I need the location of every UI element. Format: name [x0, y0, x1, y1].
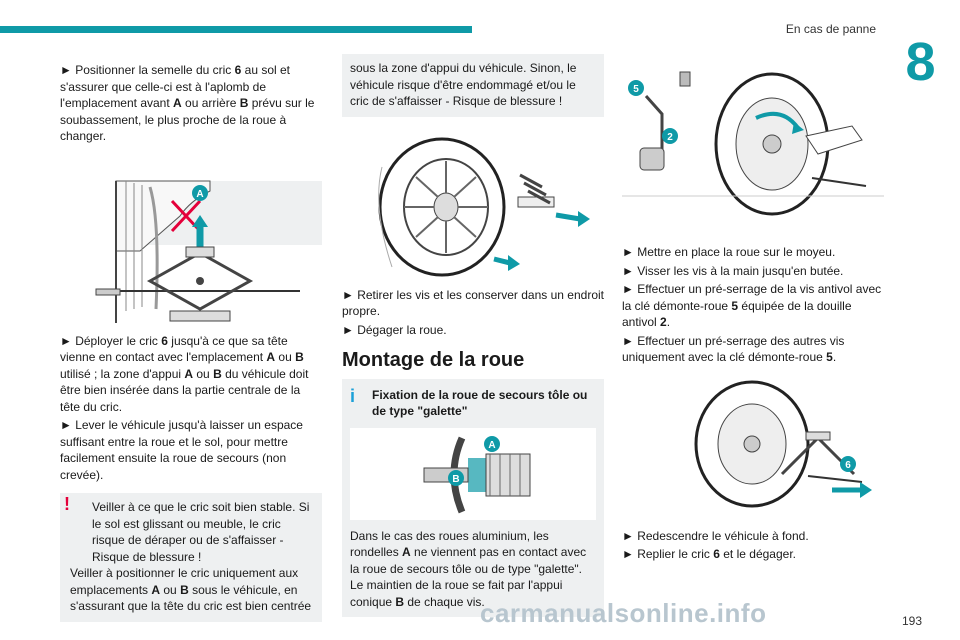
- info-body: Dans le cas des roues aluminium, les ron…: [350, 528, 587, 609]
- fig-label-b: B: [452, 474, 459, 485]
- instruction-lift-vehicle: ► Lever le véhicule jusqu'à laisser un e…: [60, 418, 303, 482]
- warning-text-2: Veiller à positionner le cric uniquement…: [70, 566, 312, 613]
- fig-label-5: 5: [633, 84, 639, 95]
- instruction-remove-bolts: ► Retirer les vis et les conserver dans …: [342, 287, 604, 319]
- instruction-release-wheel: ► Dégager la roue.: [342, 322, 447, 337]
- warning-icon: !: [64, 494, 70, 514]
- column-3: 5 2 ► Mettre en place la roue sur le moy…: [622, 66, 884, 565]
- chapter-number: 8: [905, 32, 936, 92]
- lower-vehicle-illustration: 6: [694, 380, 872, 507]
- remove-bolts-illustration: [378, 137, 590, 276]
- warning-text-1: Veiller à ce que le cric soit bien stabl…: [92, 500, 310, 564]
- instruction-lower-vehicle: ► Redescendre le véhicule à fond.: [622, 528, 809, 543]
- fig-label-6: 6: [845, 460, 851, 471]
- instruction-other-bolts: ► Effectuer un pré-serrage des autres vi…: [622, 333, 845, 365]
- watermark: carmanualsonline.info: [480, 598, 767, 628]
- section-title: En cas de panne: [785, 22, 876, 36]
- instruction-mount-wheel: ► Mettre en place la roue sur le moyeu.: [622, 245, 836, 259]
- column-1: ► Positionner la semelle du cric 6 au so…: [60, 62, 322, 622]
- info-box: i Fixation de la roue de secours tôle ou…: [342, 378, 604, 617]
- wheel-bolt-illustration: A B: [350, 427, 596, 520]
- fig-label-a: A: [196, 189, 203, 200]
- warning-box: ! Veiller à ce que le cric soit bien sta…: [60, 493, 322, 622]
- fig-label-a: A: [488, 440, 495, 451]
- section-heading: Montage de la roue: [342, 349, 525, 371]
- column-2: sous la zone d'appui du véhicule. Sinon,…: [342, 54, 604, 617]
- info-icon: i: [350, 385, 356, 406]
- jack-position-illustration: A: [95, 180, 322, 323]
- instruction-position-jack: ► Positionner la semelle du cric 6 au so…: [60, 63, 315, 143]
- instruction-antitheft-tighten: ► Effectuer un pré-serrage de la vis ant…: [622, 282, 882, 329]
- instruction-deploy-jack: ► Déployer le cric 6 jusqu'à ce que sa t…: [60, 333, 309, 414]
- warning-box-continued: sous la zone d'appui du véhicule. Sinon,…: [342, 54, 604, 117]
- fig-label-2: 2: [667, 132, 673, 143]
- instruction-hand-screw: ► Visser les vis à la main jusqu'en buté…: [622, 263, 844, 278]
- page-number: 193: [901, 614, 922, 628]
- header-accent-bar: [0, 26, 472, 33]
- info-title: Fixation de la roue de secours tôle ou d…: [372, 387, 588, 419]
- instruction-fold-jack: ► Replier le cric 6 et le dégager.: [622, 547, 796, 561]
- fit-wheel-illustration: 5 2: [622, 71, 884, 216]
